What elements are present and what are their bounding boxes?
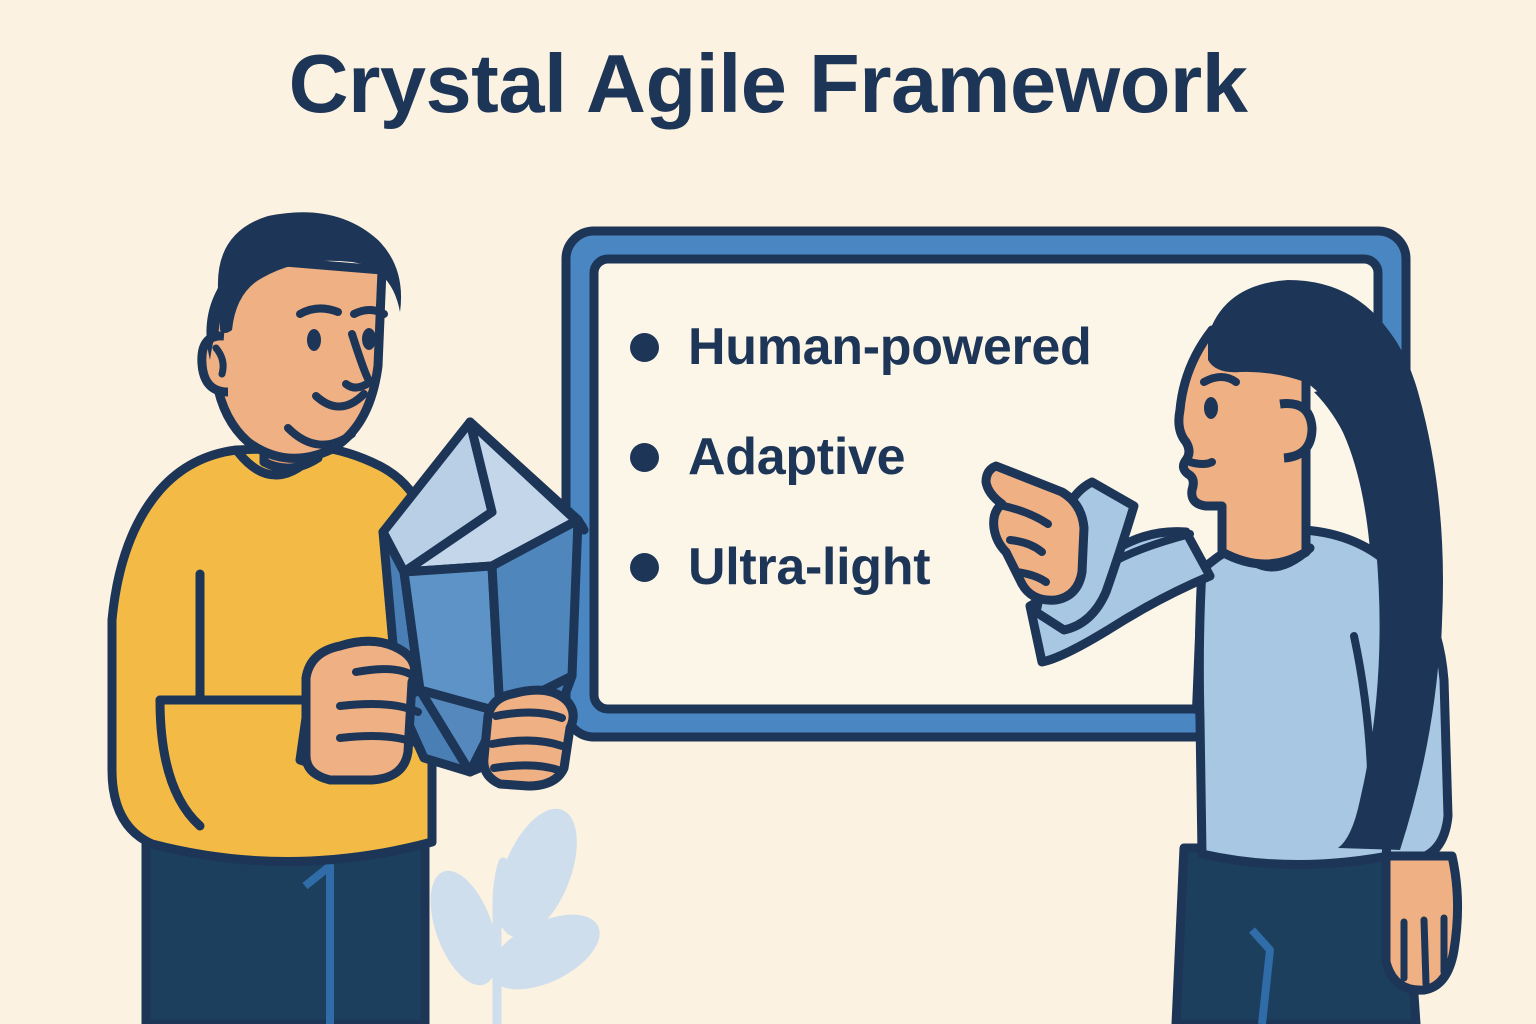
list-item: Ultra-light bbox=[630, 538, 1190, 596]
hand-man-left bbox=[301, 636, 422, 785]
bullet-dot-icon bbox=[630, 552, 659, 582]
bullet-dot-icon bbox=[630, 442, 659, 472]
eye-woman bbox=[1204, 397, 1218, 419]
list-item: Adaptive bbox=[630, 428, 1190, 486]
hand-man-right bbox=[479, 685, 578, 791]
bullet-label-ultra-light: Ultra-light bbox=[688, 538, 931, 596]
bullet-label-adaptive: Adaptive bbox=[688, 428, 906, 486]
eye-left bbox=[307, 329, 321, 351]
whiteboard-bullet-list: Human-powered Adaptive Ultra-light bbox=[630, 318, 1190, 648]
leaf-sprig-icon bbox=[430, 808, 600, 1024]
bullet-dot-icon bbox=[630, 332, 659, 362]
bullet-label-human-powered: Human-powered bbox=[688, 318, 1092, 376]
eye-right bbox=[362, 328, 376, 350]
list-item: Human-powered bbox=[630, 318, 1190, 376]
figure-woman bbox=[981, 280, 1463, 1024]
